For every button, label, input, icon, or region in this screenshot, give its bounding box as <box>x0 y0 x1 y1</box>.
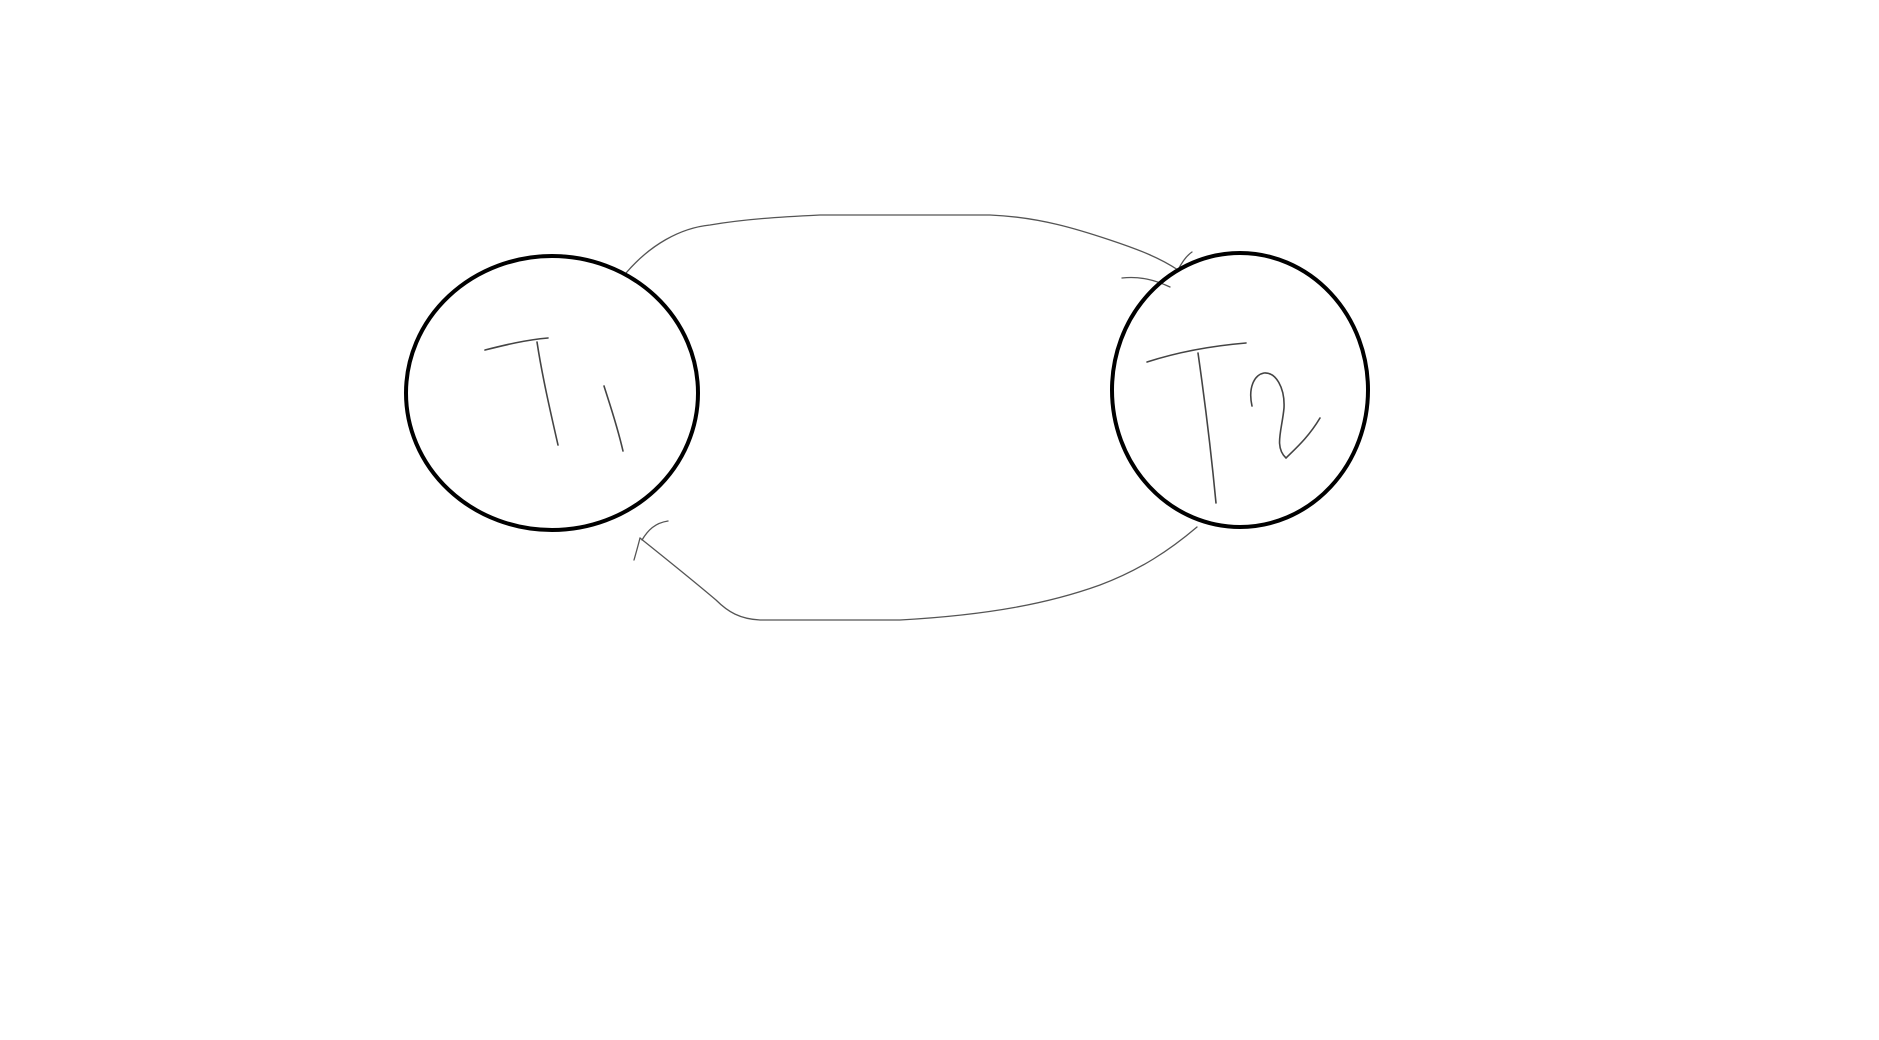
edge-t1-to-t2 <box>625 214 1193 288</box>
node-t1-handwritten-label <box>484 337 624 452</box>
node-t2-label: T2 <box>0 0 19 4</box>
node-t1-circle <box>404 254 700 532</box>
edge-t2-to-t1 <box>633 520 1198 621</box>
edge-t1-to-t2-line <box>625 214 1179 274</box>
node-t2-handwritten-label <box>1146 342 1321 504</box>
node-t1: T1 <box>0 0 700 532</box>
arrowhead-icon <box>633 520 669 561</box>
node-t2-circle <box>1110 251 1370 529</box>
node-t1-label: T1 <box>0 0 19 4</box>
edge-t2-to-t1-line <box>639 526 1198 621</box>
node-t2: T2 <box>0 0 1370 529</box>
